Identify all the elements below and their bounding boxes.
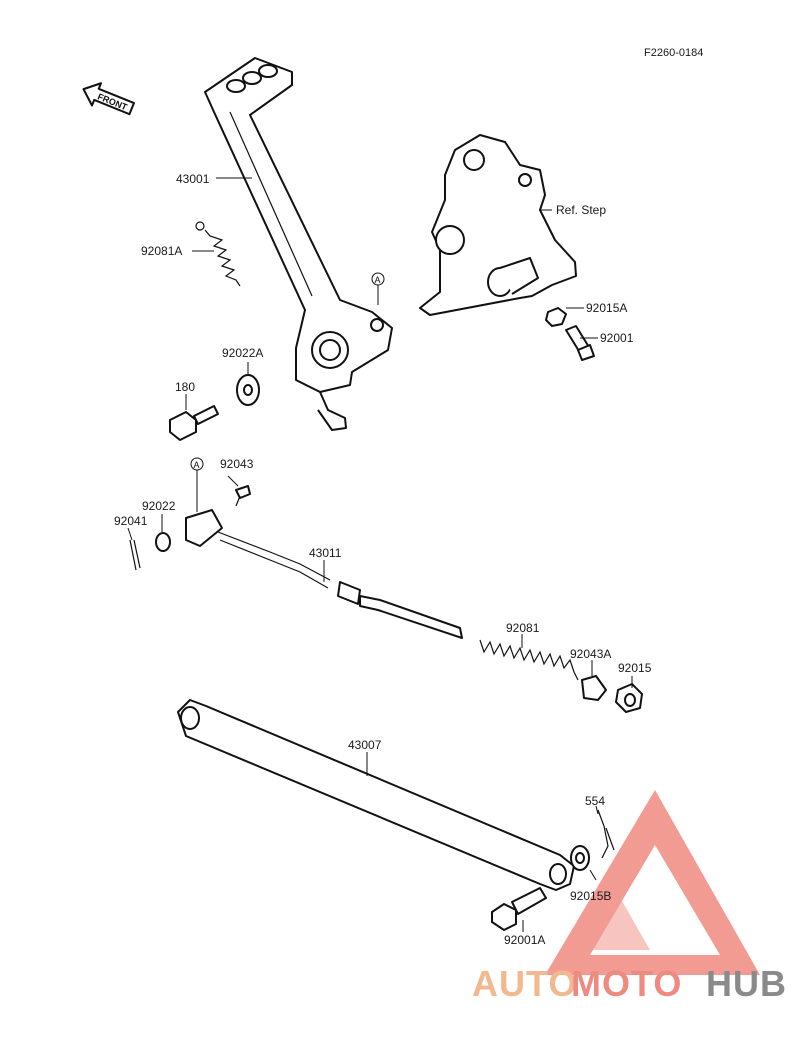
reference-code: F2260-0184 [644, 47, 703, 59]
step-bracket [419, 134, 577, 316]
label-92043: 92043 [220, 457, 254, 471]
pin-92043 [227, 475, 251, 507]
brake-rod-43011 [185, 509, 463, 639]
callout-a-upper-label: A [375, 275, 381, 285]
collar-92043A [581, 660, 607, 701]
cotter-pin-92041 [127, 527, 141, 571]
label-43011: 43011 [309, 546, 342, 560]
callout-a-lower-label: A [194, 460, 200, 470]
label-92022: 92022 [142, 499, 176, 513]
label-43001: 43001 [176, 172, 210, 186]
watermark-hub: HUB [706, 963, 787, 1004]
brake-arm-43007 [177, 699, 575, 891]
label-92043A: 92043A [570, 647, 611, 661]
nut-92015A [545, 307, 584, 327]
front-arrow-icon: FRONT [82, 82, 135, 116]
label-92001A: 92001A [504, 933, 545, 947]
label-92022A: 92022A [222, 346, 263, 360]
label-92001: 92001 [600, 331, 634, 345]
bolt-92001A [491, 887, 547, 932]
callout-a-upper: A [371, 272, 385, 305]
washer-92022A [236, 362, 260, 406]
bolt-92001 [565, 325, 598, 361]
watermark-logo: AUTO MOTO HUB [472, 963, 787, 1004]
watermark-triangle [545, 790, 760, 975]
nut-92015B [570, 845, 597, 881]
watermark-auto: AUTO [472, 963, 577, 1004]
label-92081: 92081 [506, 621, 540, 635]
bolt-180 [169, 394, 219, 441]
nut-92015 [615, 676, 643, 713]
callout-a-lower: A [190, 457, 204, 512]
label-92015B: 92015B [570, 889, 611, 903]
brake-pedal-43001 [204, 57, 393, 431]
label-43007: 43007 [348, 738, 382, 752]
washer-92022 [155, 514, 171, 552]
spring-92081A [192, 221, 241, 287]
label-92015A: 92015A [586, 301, 627, 315]
label-180: 180 [175, 380, 195, 394]
label-92081A: 92081A [141, 244, 182, 258]
label-ref-step: Ref. Step [556, 203, 606, 217]
label-92015: 92015 [618, 661, 652, 675]
clip-554 [595, 805, 615, 859]
spring-92081 [479, 634, 579, 681]
watermark-moto: MOTO [571, 963, 682, 1004]
label-92041: 92041 [114, 514, 148, 528]
label-554: 554 [585, 794, 605, 808]
